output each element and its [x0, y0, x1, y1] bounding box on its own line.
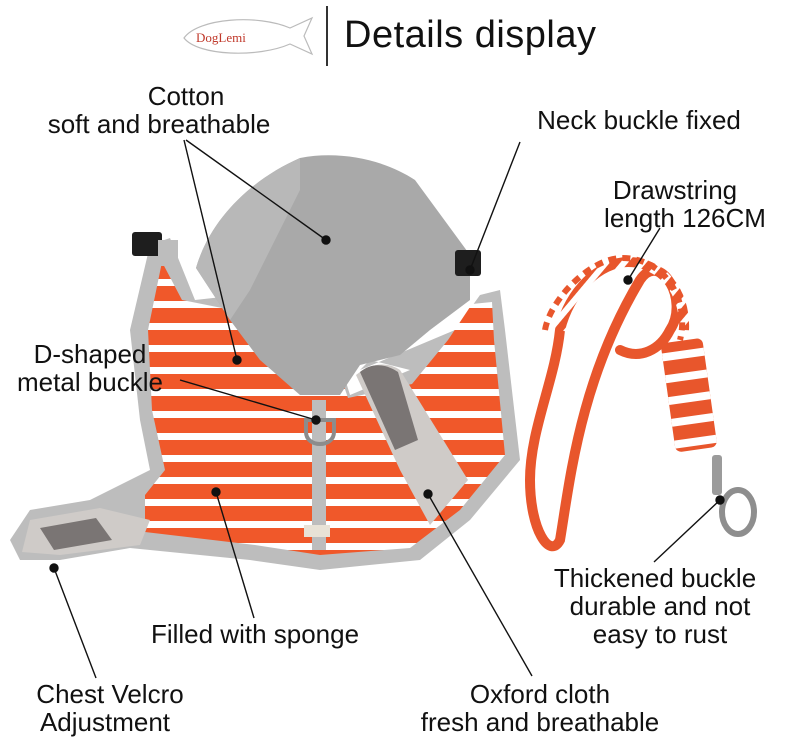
label-oxford-line1: Oxford cloth — [469, 679, 611, 709]
label-dshaped-line2: metal buckle — [17, 367, 163, 397]
label-oxford-line2: fresh and breathable — [420, 707, 660, 737]
left-buckle — [132, 232, 162, 256]
label-drawstring-line1: Drawstring — [612, 175, 738, 205]
label-neck-buckle: Neck buckle fixed — [537, 105, 741, 135]
brand-logo: DogLemi — [178, 14, 318, 58]
brand-name: DogLemi — [196, 30, 246, 45]
label-dshaped-line1: D-shaped — [33, 339, 147, 369]
label-buckle-line2: durable and not — [569, 591, 751, 621]
harness — [10, 155, 520, 570]
label-cotton: Cotton — [96, 82, 276, 110]
label-buckle-line1: Thickened buckle — [553, 563, 757, 593]
header-divider — [326, 6, 328, 66]
leash — [524, 254, 757, 552]
d-ring — [304, 418, 336, 446]
label-drawstring-line2: length 126CM — [604, 203, 766, 233]
label-buckle-line3: easy to rust — [592, 619, 728, 649]
chest-velcro — [40, 518, 112, 550]
pointer-lines — [49, 139, 725, 679]
label-cotton-line1: Cotton — [147, 81, 225, 111]
label-cotton-sub: soft and breathable — [14, 110, 304, 138]
label-velcro-line1: Chest Velcro — [36, 679, 184, 709]
page-title: Details display — [344, 14, 597, 56]
label-sponge: Filled with sponge — [150, 619, 360, 649]
label-velcro-line2: Adjustment — [39, 707, 171, 737]
metal-clip — [712, 455, 722, 495]
label-cotton-line2: soft and breathable — [47, 109, 271, 139]
